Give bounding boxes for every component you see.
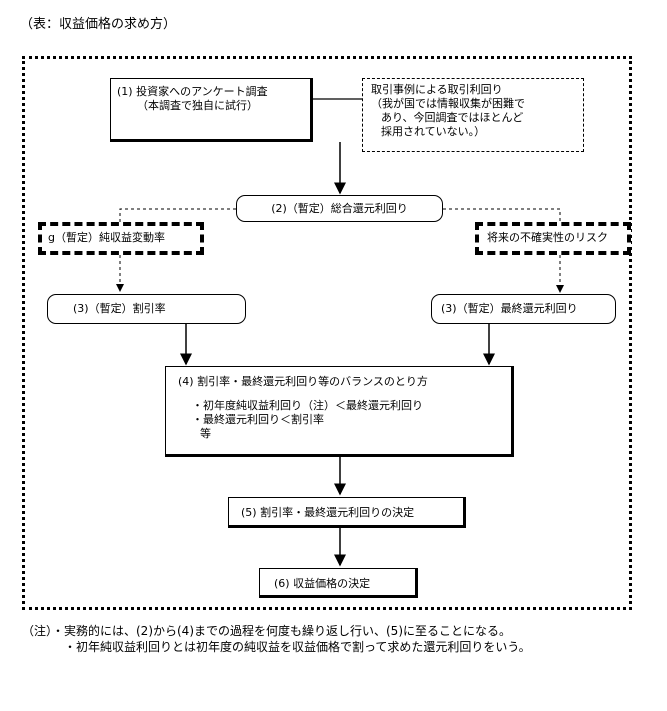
step4-condition-2: ・最終還元利回り＜割引率	[192, 413, 324, 426]
transaction-yield-note-3: 採用されていない。）	[381, 125, 486, 138]
transaction-yield-note-2: あり、今回調査ではほとんど	[381, 111, 524, 124]
step5-decision-box: (5) 割引率・最終還元利回りの決定	[228, 497, 466, 528]
footnote-process: （注）・実務的には、(2)から(4)までの過程を何度も繰り返し行い、(5)に至る…	[22, 624, 511, 638]
step5-label: (5) 割引率・最終還元利回りの決定	[241, 506, 415, 519]
step3-terminal-cap-rate-box: (3)（暫定）最終還元利回り	[431, 294, 616, 324]
step1-label: (1) 投資家へのアンケート調査	[117, 85, 268, 98]
step3-discount-rate-label: (3)（暫定）割引率	[73, 302, 166, 315]
step1-sublabel: （本調査で独自に試行）	[137, 99, 258, 112]
step4-balance-box: (4) 割引率・最終還元利回り等のバランスのとり方 ・初年度純収益利回り（注）＜…	[165, 366, 514, 457]
future-uncertainty-risk-box: 将来の不確実性のリスク	[475, 222, 631, 255]
step3-discount-rate-box: (3)（暫定）割引率	[47, 294, 246, 324]
step3-terminal-cap-rate-label: (3)（暫定）最終還元利回り	[441, 302, 578, 315]
step2-label: (2)（暫定）総合還元利回り	[271, 201, 408, 215]
step2-cap-rate-box: (2)（暫定）総合還元利回り	[236, 195, 443, 222]
step4-condition-1: ・初年度純収益利回り（注）＜最終還元利回り	[192, 399, 423, 412]
footnote-definition: ・初年純収益利回りとは初年度の純収益を収益価格で割って求めた還元利回りをいう。	[64, 640, 531, 654]
future-uncertainty-risk-label: 将来の不確実性のリスク	[487, 231, 608, 244]
diagram-title: （表：収益価格の求め方）	[20, 17, 177, 32]
transaction-yield-label: 取引事例による取引利回り	[371, 83, 503, 96]
dotted-frame	[22, 56, 632, 610]
step6-income-value-box: (6) 収益価格の決定	[259, 568, 418, 598]
step4-etc: 等	[200, 427, 211, 440]
step4-title: (4) 割引率・最終還元利回り等のバランスのとり方	[178, 375, 428, 388]
step1-investor-survey-box: (1) 投資家へのアンケート調査 （本調査で独自に試行）	[110, 78, 313, 142]
income-growth-rate-box: g（暫定）純収益変動率	[38, 222, 204, 255]
transaction-yield-box: 取引事例による取引利回り （我が国では情報収集が困難で あり、今回調査ではほとん…	[362, 78, 584, 152]
income-growth-rate-label: g（暫定）純収益変動率	[48, 231, 165, 244]
step6-label: (6) 収益価格の決定	[274, 577, 371, 590]
transaction-yield-note-1: （我が国では情報収集が困難で	[371, 97, 525, 110]
